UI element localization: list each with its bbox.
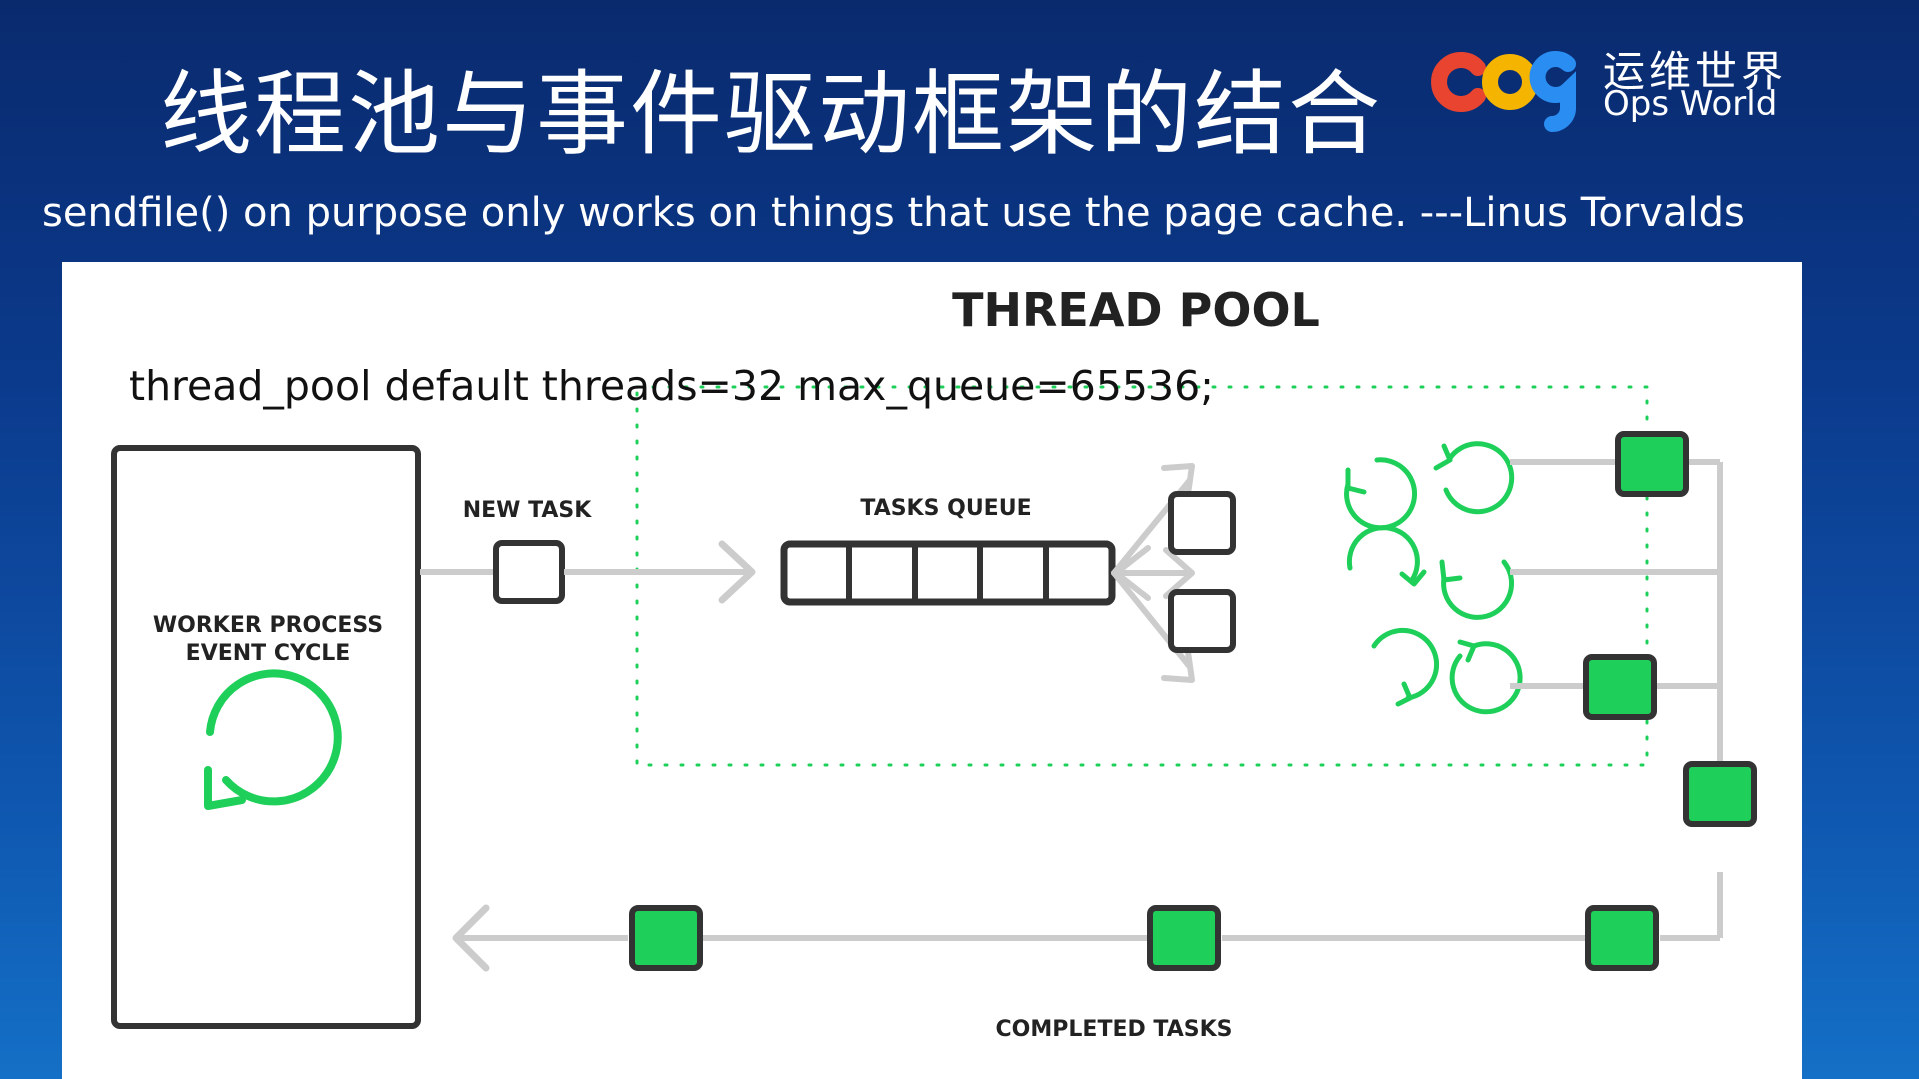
new-task-label: NEW TASK	[463, 498, 593, 523]
thread-icon	[1449, 639, 1523, 715]
dispatch-arrow-mid-icon	[1163, 547, 1195, 599]
completed-connectors	[458, 459, 1723, 941]
completed-task-box	[1615, 431, 1689, 497]
tasks-queue-outline	[780, 540, 1116, 606]
logo-chinese-text: 运维世界	[1603, 47, 1788, 96]
completed-task-box	[1683, 761, 1757, 827]
queue-out-arrow-icon	[1113, 545, 1151, 601]
completed-task-box	[1585, 905, 1659, 971]
ops-world-logo: 运维世界 Ops World	[1418, 38, 1838, 138]
new-task-box	[493, 540, 565, 604]
dispatched-task-box	[1168, 589, 1236, 653]
thread-icon	[1371, 627, 1440, 707]
thread-icon	[1344, 457, 1418, 531]
thread-icon	[1346, 525, 1427, 587]
thread-icon	[1439, 559, 1515, 620]
quote-subtitle: sendfile() on purpose only works on thin…	[42, 190, 1745, 236]
worker-process-box	[111, 445, 421, 1029]
thread-pool-heading: THREAD POOL	[952, 283, 1320, 337]
completed-task-box	[629, 905, 703, 971]
tasks-queue	[780, 540, 1116, 606]
worker-process-label-2: EVENT CYCLE	[186, 641, 351, 666]
thread-pool-config: thread_pool default threads=32 max_queue…	[129, 362, 1214, 410]
diagram-panel: THREAD POOL WORKER PROCESS EVENT CYCLE N…	[62, 262, 1802, 1079]
ops-logo-mark-icon	[1431, 51, 1576, 132]
thread-pool-boundary	[635, 385, 1649, 767]
tasks-queue-label: TASKS QUEUE	[860, 496, 1031, 521]
dispatch-arrow-down-icon	[1161, 649, 1195, 683]
completed-task-box	[1583, 654, 1657, 720]
thread-pool-diagram: THREAD POOL WORKER PROCESS EVENT CYCLE N…	[111, 283, 1757, 1042]
event-cycle-icon	[204, 669, 342, 810]
new-task-arrow-icon	[718, 540, 756, 604]
thread-icon	[1433, 441, 1515, 515]
worker-process-label-1: WORKER PROCESS	[153, 613, 383, 638]
completed-task-box	[1147, 905, 1221, 971]
logo-english-text: Ops World	[1603, 84, 1778, 124]
dispatch-arrow-up-icon	[1161, 463, 1195, 497]
dispatched-task-box	[1168, 491, 1236, 555]
slide-title: 线程池与事件驱动框架的结合	[160, 61, 1383, 168]
completed-tasks-label: COMPLETED TASKS	[996, 1017, 1233, 1042]
completed-arrow-icon	[452, 904, 490, 972]
